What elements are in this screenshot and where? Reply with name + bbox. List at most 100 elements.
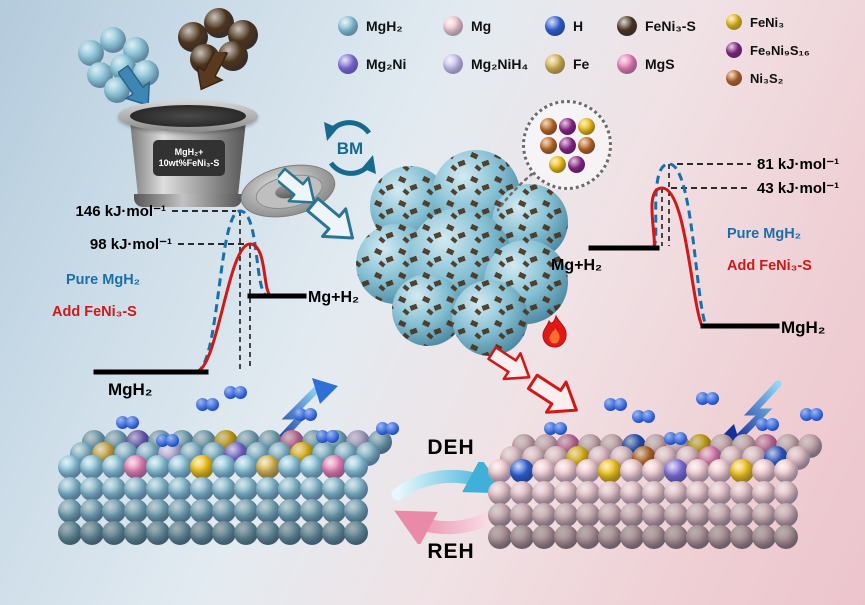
atom-sphere xyxy=(488,525,512,549)
atom-sphere xyxy=(532,481,556,505)
atom-sphere xyxy=(576,503,600,527)
atom-sphere xyxy=(786,446,810,470)
atom-sphere xyxy=(278,521,302,545)
dotted-connector xyxy=(496,172,534,212)
legend-label: MgH₂ xyxy=(366,18,403,34)
atom-sphere xyxy=(256,521,280,545)
feni3s-feed-arrow xyxy=(196,52,229,91)
composite-particle-cluster xyxy=(356,150,568,356)
h2-molecule xyxy=(756,418,780,432)
feni3-sphere-icon xyxy=(726,14,742,30)
atom-sphere xyxy=(300,455,324,479)
atom-sphere xyxy=(190,477,214,501)
legend-label: H xyxy=(573,18,584,34)
curve-label-pure: Pure MgH₂ xyxy=(727,226,801,242)
atom-sphere xyxy=(774,459,798,483)
atom-sphere xyxy=(124,477,148,501)
barrier-value-pure: 146 kJ·mol⁻¹ xyxy=(76,203,166,220)
legend-item-mgh2: MgH₂ xyxy=(338,16,443,36)
catalyst-atom xyxy=(558,117,576,135)
ni3s2-sphere-icon xyxy=(726,70,742,86)
atom-sphere xyxy=(730,525,754,549)
atom-sphere xyxy=(730,459,754,483)
mg-sphere-icon xyxy=(443,16,463,36)
atom-sphere xyxy=(620,459,644,483)
atom-sphere xyxy=(344,477,368,501)
jar-label: MgH₂+ 10wt%FeNi₃-S xyxy=(153,140,225,176)
energy-curve-added xyxy=(650,186,704,327)
atom-sphere xyxy=(620,481,644,505)
energy-curve-pure xyxy=(651,162,708,327)
h2-molecule xyxy=(116,416,140,430)
h2-molecule xyxy=(664,432,688,446)
atom-sphere xyxy=(80,455,104,479)
end-state-label: Mg+H₂ xyxy=(308,289,359,306)
legend-label: Fe₉Ni₉S₁₆ xyxy=(750,42,810,58)
jar-label-line1: MgH₂+ xyxy=(174,146,204,157)
atom-sphere xyxy=(532,503,556,527)
particle-spheres xyxy=(356,150,568,356)
atom-sphere xyxy=(234,477,258,501)
bm-arrowhead-bottom xyxy=(362,155,376,174)
atom-sphere xyxy=(278,477,302,501)
legend-label: Mg xyxy=(471,18,492,34)
atom-sphere xyxy=(488,459,512,483)
atom-sphere xyxy=(256,477,280,501)
catalyst-atom xyxy=(568,155,585,173)
heating-arrow-small xyxy=(487,346,531,381)
atom-sphere xyxy=(708,459,732,483)
feed-arrows xyxy=(118,52,229,107)
atom-sphere xyxy=(532,459,556,483)
atom-sphere xyxy=(256,455,280,479)
atom-sphere xyxy=(322,455,346,479)
atom-sphere xyxy=(554,481,578,505)
atom-sphere xyxy=(124,499,148,523)
atom-sphere xyxy=(234,521,258,545)
h2-molecule xyxy=(224,386,248,400)
atom-sphere xyxy=(752,525,776,549)
atom-sphere xyxy=(510,503,534,527)
legend-label: Mg₂NiH₄ xyxy=(471,56,529,72)
fe-sphere-icon xyxy=(545,54,565,74)
jar-opening xyxy=(130,105,246,127)
feni3s-sphere-icon xyxy=(617,16,637,36)
h2-molecule xyxy=(376,422,400,436)
atom-sphere xyxy=(322,499,346,523)
mg2ni-sphere-icon xyxy=(338,54,358,74)
atom-sphere xyxy=(102,455,126,479)
deh-arrow xyxy=(391,462,506,501)
barrier-value-added: 98 kJ·mol⁻¹ xyxy=(90,236,172,253)
atom-sphere xyxy=(686,525,710,549)
legend-item-mg2ni: Mg₂Ni xyxy=(338,54,443,74)
h2-molecule xyxy=(156,434,180,448)
atom-sphere xyxy=(598,525,622,549)
atom-sphere xyxy=(168,477,192,501)
atom-sphere xyxy=(642,503,666,527)
jar-foot xyxy=(134,194,242,207)
atom-sphere xyxy=(168,455,192,479)
reh-label: REH xyxy=(427,540,475,563)
atom-sphere xyxy=(774,503,798,527)
heating-arrows xyxy=(487,314,578,414)
atom-sphere xyxy=(124,521,148,545)
h2-molecule xyxy=(800,408,824,422)
bm-arrowhead-top xyxy=(324,122,338,141)
h2-molecule xyxy=(632,410,656,424)
atom-sphere xyxy=(212,477,236,501)
atom-sphere xyxy=(686,481,710,505)
legend-label: Ni₃S₂ xyxy=(750,70,784,86)
h-sphere-icon xyxy=(545,16,565,36)
atom-sphere xyxy=(190,455,214,479)
milling-arrows xyxy=(278,167,355,240)
legend-item-fe: Fe xyxy=(545,54,617,74)
dehydrogenation-energy-diagram: 146 kJ·mol⁻¹ 98 kJ·mol⁻¹ Pure MgH₂ Add F… xyxy=(52,203,359,399)
atom-sphere xyxy=(664,525,688,549)
atom-sphere xyxy=(344,499,368,523)
atom-sphere xyxy=(190,521,214,545)
atom-sphere xyxy=(58,521,82,545)
atom-sphere xyxy=(620,503,644,527)
start-state-label: Mg+H₂ xyxy=(551,257,602,274)
curve-label-added: Add FeNi₃-S xyxy=(52,304,137,320)
catalyst-atom xyxy=(539,117,557,135)
atom-sphere xyxy=(642,459,666,483)
